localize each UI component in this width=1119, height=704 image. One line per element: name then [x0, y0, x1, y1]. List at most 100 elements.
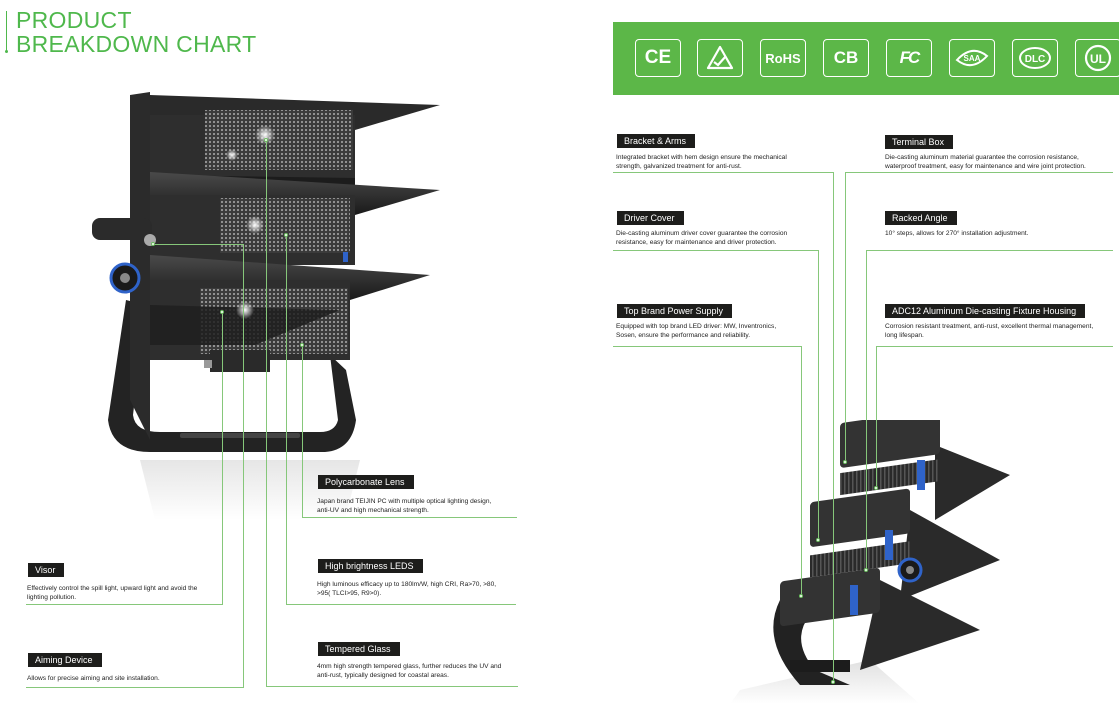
desc-line: >95( TLCI>95, R9>0).: [317, 590, 382, 597]
title-accent-line: [6, 11, 7, 51]
leader-line: [286, 235, 287, 604]
desc-terminal-box: Die-casting aluminum material guarantee …: [885, 153, 1086, 171]
leader-line: [286, 604, 516, 605]
rcm-mark-icon: [697, 39, 743, 77]
label-power-supply: Top Brand Power Supply: [617, 304, 733, 318]
floodlight-back-illustration: [730, 420, 1010, 704]
desc-line: long lifespan.: [885, 332, 924, 339]
label-visor: Visor: [28, 563, 65, 577]
heatsink-fins: [840, 459, 940, 496]
page-title-line1: PRODUCT: [16, 7, 132, 33]
leader-line: [818, 250, 819, 540]
middle-visor-back: [900, 510, 1000, 600]
label-bracket-arms: Bracket & Arms: [617, 134, 696, 148]
leader-line: [801, 346, 802, 596]
bracket-base: [790, 660, 850, 672]
leader-line: [302, 517, 517, 518]
callout-dot: [264, 138, 268, 142]
desc-line: Sosen, ensure the performance and reliab…: [616, 332, 751, 339]
desc-fixture-housing: Corrosion resistant treatment, anti-rust…: [885, 322, 1093, 340]
desc-line: Die-casting aluminum material guarantee …: [885, 154, 1079, 161]
bracket-slot: [180, 433, 300, 438]
leader-line: [26, 604, 223, 605]
desc-line: resistance, easy for maintenance and dri…: [616, 239, 777, 246]
desc-line: Die-casting aluminum driver cover guaran…: [616, 230, 788, 237]
terminal-box: [840, 420, 940, 468]
label-fixture-housing: ADC12 Aluminum Die-casting Fixture Housi…: [885, 304, 1086, 318]
label-racked-angle: Racked Angle: [885, 211, 957, 225]
knob-bolt: [906, 566, 914, 574]
desc-driver-cover: Die-casting aluminum driver cover guaran…: [616, 229, 787, 247]
desc-line: Corrosion resistant treatment, anti-rust…: [885, 323, 1094, 330]
floor-reflection: [140, 460, 360, 520]
desc-line: Effectively control the spill light, upw…: [27, 585, 198, 592]
callout-dot: [300, 343, 304, 347]
housing-side: [130, 92, 150, 440]
desc-visor: Effectively control the spill light, upw…: [27, 584, 197, 602]
callout-dot: [843, 460, 847, 464]
rohs-mark-icon: RoHS: [760, 39, 806, 77]
led-glow: [255, 125, 275, 145]
desc-line: High luminous efficacy up to 180lm/W, hi…: [317, 581, 497, 588]
callout-dot: [864, 568, 868, 572]
ul-mark-icon: UL: [1075, 39, 1119, 77]
bottom-visor-back: [860, 580, 980, 670]
label-terminal-box: Terminal Box: [885, 135, 954, 149]
desc-line: waterproof treatment, easy for maintenan…: [885, 163, 1086, 170]
desc-line: anti-UV and high mechanical strength.: [317, 507, 429, 514]
top-led-panel: [205, 110, 353, 170]
desc-line: Integrated bracket with hem design ensur…: [616, 154, 787, 161]
blue-accent: [917, 460, 925, 490]
blue-accent: [343, 252, 348, 262]
knob-bolt: [120, 273, 130, 283]
leader-line: [243, 244, 244, 687]
label-polycarbonate-lens: Polycarbonate Lens: [318, 475, 414, 489]
label-tempered-glass: Tempered Glass: [318, 642, 400, 656]
callout-dot: [284, 233, 288, 237]
led-glow: [226, 149, 238, 161]
desc-polycarbonate-lens: Japan brand TEIJIN PC with multiple opti…: [317, 497, 491, 515]
desc-line: strength, galvanized treatment for anti-…: [616, 163, 742, 170]
leader-line: [613, 250, 818, 251]
desc-line: Japan brand TEIJIN PC with multiple opti…: [317, 498, 492, 505]
middle-led-panel: [220, 198, 350, 253]
ce-mark-icon: CE: [635, 39, 681, 77]
leader-line: [845, 172, 846, 462]
cb-mark-icon: CB: [823, 39, 869, 77]
callout-dot: [799, 594, 803, 598]
callout-dot: [220, 310, 224, 314]
callout-dot: [816, 538, 820, 542]
callout-dot: [831, 680, 835, 684]
leader-line: [153, 244, 243, 245]
leader-line: [613, 346, 801, 347]
leader-line: [302, 345, 303, 517]
leader-line: [866, 250, 1113, 251]
desc-line: Allows for precise aiming and site insta…: [27, 675, 160, 682]
aiming-device: [92, 218, 152, 240]
floodlight-front-illustration: [92, 92, 440, 520]
desc-line: anti-rust, typically designed for coasta…: [317, 672, 449, 679]
desc-bracket-arms: Integrated bracket with hem design ensur…: [616, 153, 787, 171]
certification-bar: CE RoHS CB FC SAA DLC UL: [613, 22, 1119, 95]
leader-line: [613, 172, 833, 173]
page-title-line2: BREAKDOWN CHART: [16, 31, 257, 57]
driver-cover: [810, 488, 910, 547]
leader-line: [876, 346, 1113, 347]
desc-line: lighting pollution.: [27, 594, 77, 601]
ul-mark-text: UL: [1090, 52, 1106, 66]
desc-high-brightness-leds: High luminous efficacy up to 180lm/W, hi…: [317, 580, 496, 598]
callout-dot: [151, 242, 155, 246]
saa-mark-icon: SAA: [949, 39, 995, 77]
label-high-brightness-leds: High brightness LEDS: [318, 559, 423, 573]
led-glow: [236, 301, 254, 319]
leader-line: [266, 140, 267, 686]
fcc-mark-icon: FC: [886, 39, 932, 77]
title-accent-dot: [5, 50, 8, 53]
desc-aiming-device: Allows for precise aiming and site insta…: [27, 674, 160, 683]
leader-line: [266, 686, 518, 687]
dlc-mark-icon: DLC: [1012, 39, 1058, 77]
top-visor-back: [935, 445, 1010, 520]
power-supply-housing: [780, 568, 880, 627]
desc-racked-angle: 10° steps, allows for 270° installation …: [885, 229, 1028, 238]
leader-line: [866, 250, 867, 570]
